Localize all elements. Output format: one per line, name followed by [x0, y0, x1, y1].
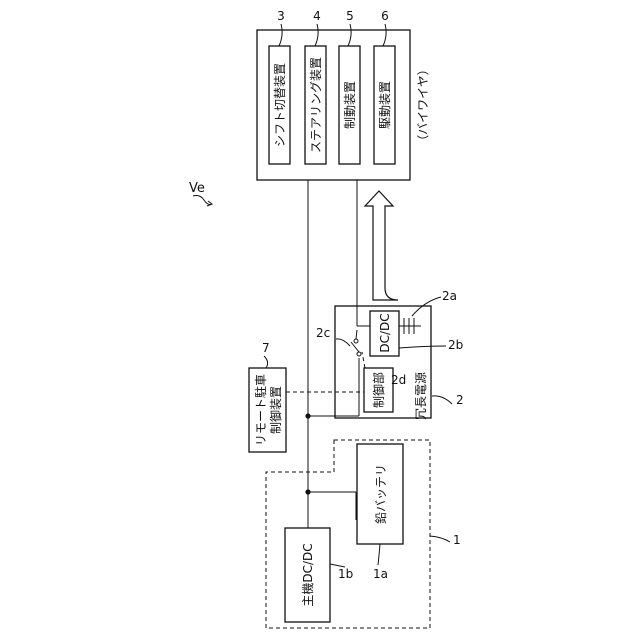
figure-label-group: Ve — [189, 181, 212, 206]
controller-label: 制御部 — [371, 372, 386, 408]
redundant-power-leader — [432, 396, 452, 404]
controller-ref: 2d — [391, 373, 406, 387]
power-supply-arrow — [365, 191, 398, 300]
switch-lead — [356, 330, 357, 339]
switch-leader — [336, 339, 350, 346]
remote-parking-label-line1: リモート駐車 — [253, 374, 268, 446]
redundant-power-ref: 2 — [456, 393, 464, 407]
remote-parking-label-line2: 制御装置 — [268, 386, 283, 434]
redundant-dcdc-label: DC/DC — [378, 313, 392, 352]
figure-label-leader — [193, 196, 212, 205]
main-dcdc-label: 主機DC/DC — [300, 543, 315, 606]
switch-ref: 2c — [316, 326, 330, 340]
main-power-supply: 1 鉛バッテリ 1a 主機DC/DC 1b — [266, 440, 461, 628]
driving-device-ref: 6 — [381, 9, 389, 23]
lead-battery-label: 鉛バッテリ — [374, 464, 388, 524]
driving-device-label: 駆動装置 — [378, 81, 392, 129]
shift-device-ref: 3 — [277, 9, 285, 23]
by-wire-group: シフト切替装置 3 ステアリング装置 4 制動装置 5 駆動装置 6 （バイワイ… — [257, 9, 430, 180]
remote-parking-ref: 7 — [262, 341, 270, 355]
main-dcdc-ref: 1b — [338, 567, 353, 581]
steering-device-ref: 4 — [313, 9, 321, 23]
braking-device-ref: 5 — [346, 9, 354, 23]
main-power-leader — [430, 536, 450, 542]
remote-parking-leader — [264, 356, 268, 368]
shift-device-label: シフト切替装置 — [273, 63, 287, 147]
braking-device-label: 制動装置 — [343, 81, 357, 129]
remote-parking-controller: リモート駐車 制御装置 7 — [249, 341, 364, 452]
main-power-ref: 1 — [453, 533, 461, 547]
redundant-dcdc-ref: 2b — [448, 338, 463, 352]
control-signal-to-switch — [362, 352, 365, 368]
capacitor-ref: 2a — [442, 289, 457, 303]
redundant-dcdc-leader — [399, 346, 446, 348]
redundant-power-label: 冗長電源 — [414, 372, 428, 420]
switch-blade — [351, 342, 359, 352]
junction-dot-main — [305, 489, 310, 494]
lead-battery-leader — [378, 544, 380, 565]
switch-2c: 2c — [316, 326, 361, 356]
figure-label: Ve — [189, 181, 205, 196]
by-wire-caption: （バイワイヤ） — [416, 63, 430, 147]
redundant-power-supply: 冗長電源 2 DC/DC 2b 2a 制御部 2d — [335, 289, 464, 420]
switch-contact-lower — [357, 352, 361, 356]
lead-battery-ref: 1a — [373, 567, 388, 581]
steering-device-label: ステアリング装置 — [309, 57, 323, 153]
junction-dot-redundant — [305, 413, 310, 418]
switch-contact-upper — [354, 339, 358, 343]
